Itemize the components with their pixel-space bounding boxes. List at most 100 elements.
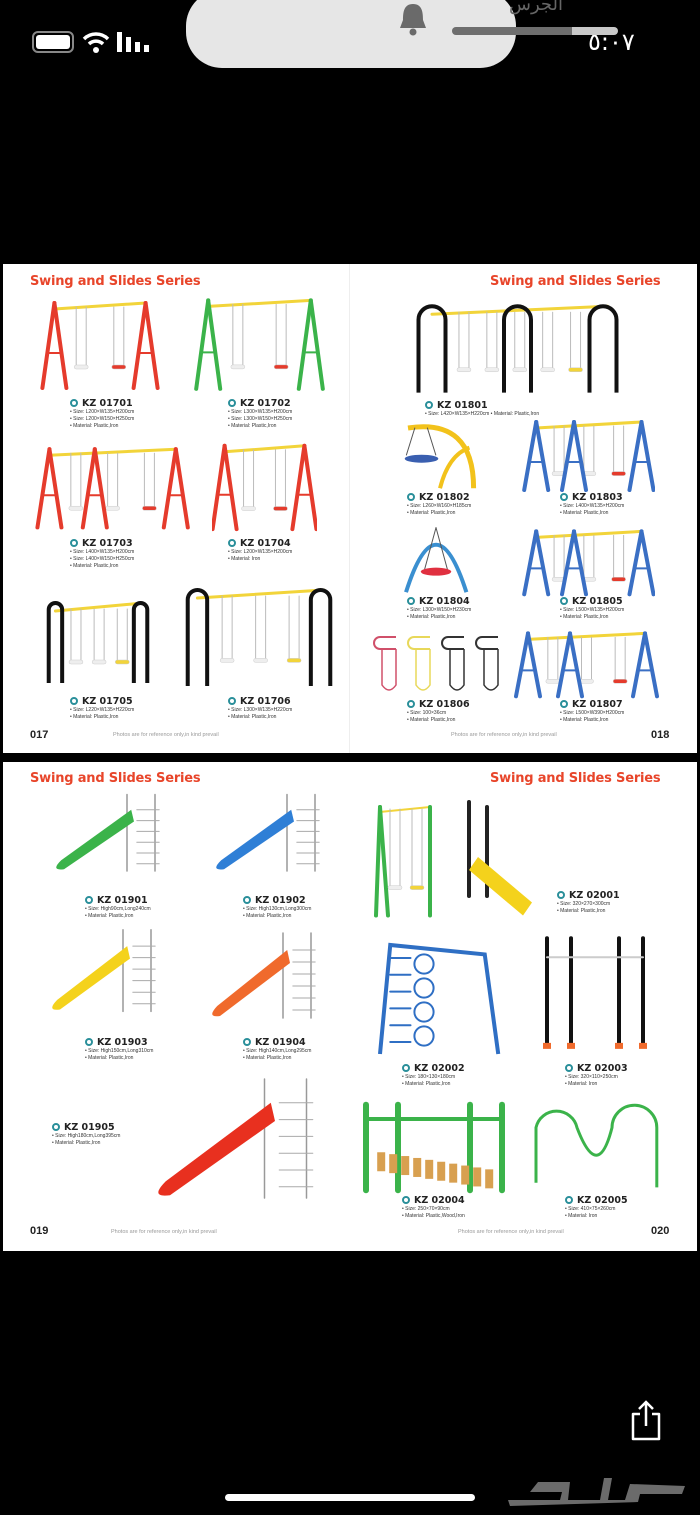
bullet-icon [407,700,415,708]
product-code: KZ 02002 [402,1063,465,1074]
product-code-text: KZ 01801 [437,400,488,411]
bullet-icon [557,891,565,899]
product-image [42,588,154,688]
product-code-text: KZ 02002 [414,1063,465,1074]
product-drawing [52,929,156,1013]
product-spec: • Size: L500×W135×H200cm [560,607,625,613]
product-drawing [194,298,325,391]
bullet-icon [228,399,236,407]
product-code: KZ 01806 [407,699,470,710]
product-label: KZ 01802• Size: L260×W160×H185cm• Materi… [407,492,471,517]
footer-note: Photos are for reference only,in kind pr… [458,1229,564,1235]
product-code-text: KZ 01806 [419,699,470,710]
product-label: KZ 01901• Size: High90cm,Long240cm• Mate… [85,895,151,920]
product-image [192,928,332,1028]
product-drawing [212,443,317,532]
product-code-text: KZ 01703 [82,538,133,549]
product-spec: • Material: Plastic,Iron [228,423,277,429]
product-image [178,572,340,692]
product-image [40,293,160,393]
product-spec: • Size: L200×W150×H250cm [70,416,135,422]
product-code-text: KZ 01803 [572,492,623,503]
product-image [510,626,660,700]
product-spec: • Size: High130cm,Long300cm [243,906,312,912]
footer-note: Photos are for reference only,in kind pr… [451,732,557,738]
page-number: 019 [30,1225,49,1237]
product-spec: • Size: L300×W135×H220cm [228,707,293,713]
product-code: KZ 01902 [243,895,311,906]
battery-icon [32,31,74,53]
page-number: 017 [30,729,49,741]
bullet-icon [52,1123,60,1131]
product-drawing [378,942,501,1055]
product-spec: • Size: L200×W135×H200cm [228,549,293,555]
product-code-text: KZ 01706 [240,696,291,707]
product-drawing [534,1103,659,1188]
volume-fill [452,27,572,35]
product-code: KZ 01801 [425,400,539,411]
product-image [192,290,327,394]
footer-note: Photos are for reference only,in kind pr… [113,732,219,738]
bullet-icon [402,1196,410,1204]
product-spec: • Size: L400×W150×H250cm [70,556,135,562]
product-spec: • Size: 180×130×180cm [402,1074,456,1080]
product-label: KZ 01902• Size: High130cm,Long300cm• Mat… [243,895,311,920]
bullet-icon [228,539,236,547]
bullet-icon [402,1064,410,1072]
product-spec: • Size: L420×W135×H220cm • Material: Pla… [425,411,540,417]
product-label: KZ 01804• Size: L300×W150×H230cm• Materi… [407,596,471,621]
product-image [30,440,192,532]
product-drawing [56,793,160,872]
product-drawing [514,631,659,699]
series-title: Swing and Slides Series [490,274,661,289]
product-label: KZ 02005• Size: 410×75×260cm• Material: … [565,1195,628,1220]
product-code: KZ 01805 [560,596,624,607]
product-code-text: KZ 01805 [572,596,623,607]
product-image [535,932,655,1058]
product-code: KZ 01706 [228,696,292,707]
product-spec: • Material: Plastic,Iron [85,1055,134,1061]
wifi-icon [82,32,110,53]
product-code-text: KZ 01705 [82,696,133,707]
share-icon[interactable] [628,1398,664,1442]
bullet-icon [70,399,78,407]
product-spec: • Size: High140cm,Long295cm [243,1048,312,1054]
product-drawing [212,932,316,1019]
catalog-spread-2[interactable]: Swing and Slides Series Swing and Slides… [3,762,697,1251]
product-drawing [404,424,477,489]
home-indicator[interactable] [225,1494,475,1501]
product-code: KZ 01903 [85,1037,153,1048]
product-spec: • Size: L300×W150×H250cm [228,416,293,422]
product-label: KZ 01801• Size: L420×W135×H220cm • Mater… [425,400,539,418]
product-code-text: KZ 01804 [419,596,470,607]
product-code-text: KZ 01802 [419,492,470,503]
product-spec: • Size: High180cm,Long395cm [52,1133,121,1139]
product-drawing [216,793,320,872]
product-code: KZ 01807 [560,699,624,710]
product-code-text: KZ 02005 [577,1195,628,1206]
product-code-text: KZ 01903 [97,1037,148,1048]
product-code-text: KZ 02001 [569,890,620,901]
volume-slider[interactable] [452,27,618,35]
product-code-text: KZ 01702 [240,398,291,409]
product-spec: • Material: Plastic,Iron [407,614,456,620]
product-image [520,414,655,494]
page-divider [349,264,350,753]
product-label: KZ 02002• Size: 180×130×180cm• Material:… [402,1063,465,1088]
product-code-text: KZ 02003 [577,1063,628,1074]
page-number: 018 [651,729,670,741]
product-label: KZ 02001• Size: 320×270×300cm• Material:… [557,890,620,915]
product-image [528,1100,668,1192]
product-code-text: KZ 01902 [255,895,306,906]
bullet-icon [228,697,236,705]
product-drawing [185,588,333,686]
product-label: KZ 01706• Size: L300×W135×H220cm• Materi… [228,696,292,721]
product-drawing [40,301,160,390]
product-label: KZ 01905• Size: High180cm,Long395cm• Mat… [52,1122,120,1147]
bullet-icon [85,896,93,904]
product-code: KZ 01804 [407,596,471,607]
product-image [32,925,172,1021]
product-spec: • Material: Iron [228,556,261,562]
product-label: KZ 02003• Size: 320×110×250cm• Material:… [565,1063,628,1088]
product-spec: • Material: Plastic,Iron [70,563,119,569]
